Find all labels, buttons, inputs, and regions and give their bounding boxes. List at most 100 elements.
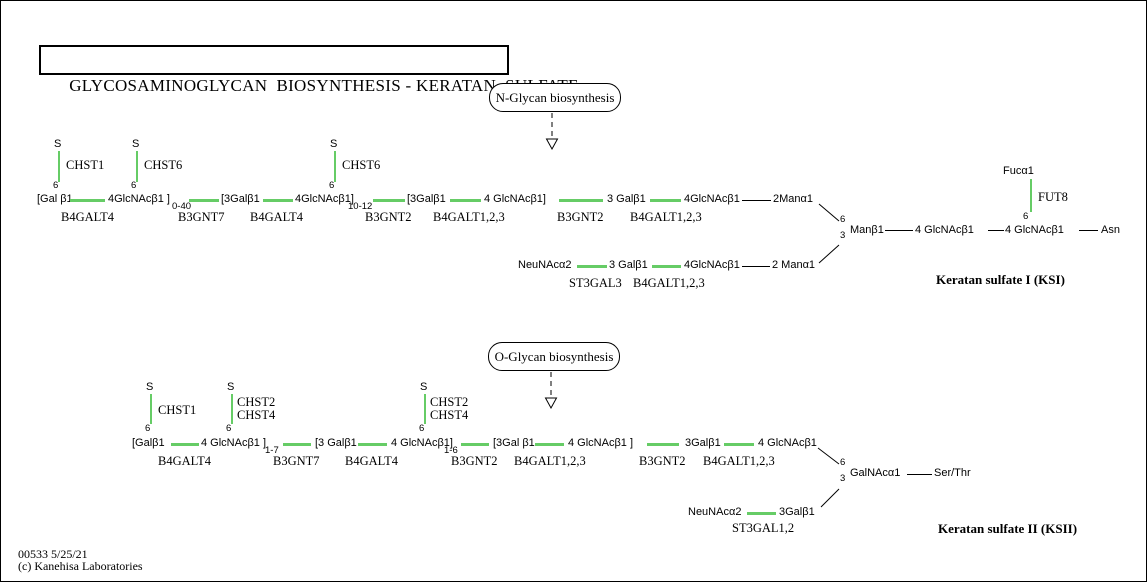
enzyme-label[interactable]: CHST2 [430,395,469,409]
bond-line [885,230,913,231]
enzyme-label[interactable]: B4GALT4 [158,454,212,468]
map-title-box: GLYCOSAMINOGLYCAN BIOSYNTHESIS - KERATAN… [39,45,578,95]
glycosidic-bond [747,512,776,515]
glycan-residue: Fucα1 [1003,165,1034,177]
glycan-residue: NeuNAcα2 [518,259,572,271]
enzyme-label[interactable]: CHST6 [144,158,183,172]
enzyme-label[interactable]: B3GNT2 [557,210,604,224]
diagonal-bond [817,447,840,465]
glycan-residue: 4GlcNAcβ1] [295,193,354,205]
glycan-residue: 3Galβ1 [779,506,815,518]
sulfate-bond [334,151,336,182]
sulfate-bond [1030,179,1032,212]
linkage-pos: 6 [53,180,59,191]
glycosidic-bond [647,443,679,446]
enzyme-label[interactable]: B4GALT1,2,3 [514,454,586,468]
linkage-pos: 6 [419,423,425,434]
map-id-date: 00533 5/25/21 [18,547,88,561]
bond-line [988,230,1004,231]
product-label-ks2: Keratan sulfate II (KSII) [938,521,1078,536]
glycosidic-bond [461,443,489,446]
enzyme-label[interactable]: CHST4 [430,408,469,422]
enzyme-label[interactable]: B4GALT1,2,3 [633,276,705,290]
linkage-pos: 3 [840,473,846,484]
sulfate-s: S [146,381,154,393]
diagonal-bond [820,488,840,508]
glycosidic-bond [724,443,754,446]
glycan-residue: 4GlcNAcβ1 ] [108,193,170,205]
open-arrowhead-icon [544,397,558,410]
glycan-residue: 3Galβ1 [685,437,721,449]
glycan-residue: [3Galβ1 [221,193,260,205]
glycosidic-bond [189,199,219,202]
enzyme-label[interactable]: B3GNT2 [365,210,412,224]
glycosidic-bond [171,443,199,446]
sulfate-s: S [420,381,428,393]
linkage-pos: 6 [840,214,846,225]
glycan-residue: Asn [1101,224,1120,236]
enzyme-label[interactable]: B4GALT4 [345,454,399,468]
pathway-link-n-glycan[interactable]: N-Glycan biosynthesis [489,83,621,112]
enzyme-label[interactable]: B4GALT4 [250,210,304,224]
glycan-residue: [3Galβ1 [407,193,446,205]
sulfate-bond [58,151,60,182]
glycan-residue: Ser/Thr [934,467,971,479]
glycan-residue: Manβ1 [850,224,884,236]
enzyme-label[interactable]: CHST2 [237,395,276,409]
glycan-residue: 4 GlcNAcβ1 [758,437,817,449]
sulfate-s: S [132,138,140,150]
glycan-residue: 3 Galβ1 [609,259,648,271]
diagonal-bond [818,203,840,222]
repeat-count: 1-7 [265,445,279,456]
pathway-link-o-glycan[interactable]: O-Glycan biosynthesis [488,342,620,371]
glycosidic-bond [70,199,105,202]
sulfate-bond [136,151,138,182]
glycosidic-bond [559,199,603,202]
glycosidic-bond [577,265,607,268]
enzyme-label[interactable]: B4GALT1,2,3 [630,210,702,224]
bond-line [742,200,771,201]
sulfate-bond [424,394,426,424]
glycosidic-bond [650,199,681,202]
copyright: (c) Kanehisa Laboratories [18,559,143,573]
glycosidic-bond [535,443,564,446]
glycan-residue: 4 GlcNAcβ1 [915,224,974,236]
glycan-residue: GalNAcα1 [850,467,901,479]
glycan-residue: 4GlcNAcβ1 [684,259,740,271]
enzyme-label[interactable]: B3GNT7 [178,210,225,224]
sulfate-s: S [227,381,235,393]
glycan-residue: 4 GlcNAcβ1] [391,437,453,449]
glycan-residue: [Gal β1 [37,193,73,205]
enzyme-label[interactable]: CHST6 [342,158,381,172]
enzyme-label[interactable]: B3GNT2 [451,454,498,468]
enzyme-label[interactable]: B4GALT4 [61,210,115,224]
glycan-residue: 4GlcNAcβ1 [684,193,740,205]
enzyme-label[interactable]: CHST1 [158,403,197,417]
glycan-residue: 4 GlcNAcβ1 ] [201,437,267,449]
linkage-pos: 6 [226,423,232,434]
enzyme-label[interactable]: ST3GAL3 [569,276,622,290]
glycosidic-bond [373,199,405,202]
glycosidic-bond [652,265,681,268]
pathway-link-label: N-Glycan biosynthesis [495,89,615,105]
sulfate-bond [150,394,152,424]
diagonal-bond [818,244,840,264]
bond-line [907,474,932,475]
enzyme-label[interactable]: B3GNT2 [639,454,686,468]
product-label-ks1: Keratan sulfate I (KSI) [936,272,1065,287]
enzyme-label[interactable]: ST3GAL1,2 [732,521,795,535]
enzyme-label[interactable]: CHST1 [66,158,105,172]
enzyme-label[interactable]: FUT8 [1038,190,1068,204]
enzyme-label[interactable]: CHST4 [237,408,276,422]
glycan-residue: NeuNAcα2 [688,506,742,518]
bond-line [1079,230,1098,231]
glycan-residue: 3 Galβ1 [607,193,646,205]
linkage-pos: 6 [145,423,151,434]
enzyme-label[interactable]: B4GALT1,2,3 [433,210,505,224]
enzyme-label[interactable]: B4GALT1,2,3 [703,454,775,468]
linkage-pos: 3 [840,230,846,241]
enzyme-label[interactable]: B3GNT7 [273,454,320,468]
glycan-residue: [3 Galβ1 [315,437,357,449]
sulfate-s: S [54,138,62,150]
repeat-count: 0-40 [172,201,192,212]
